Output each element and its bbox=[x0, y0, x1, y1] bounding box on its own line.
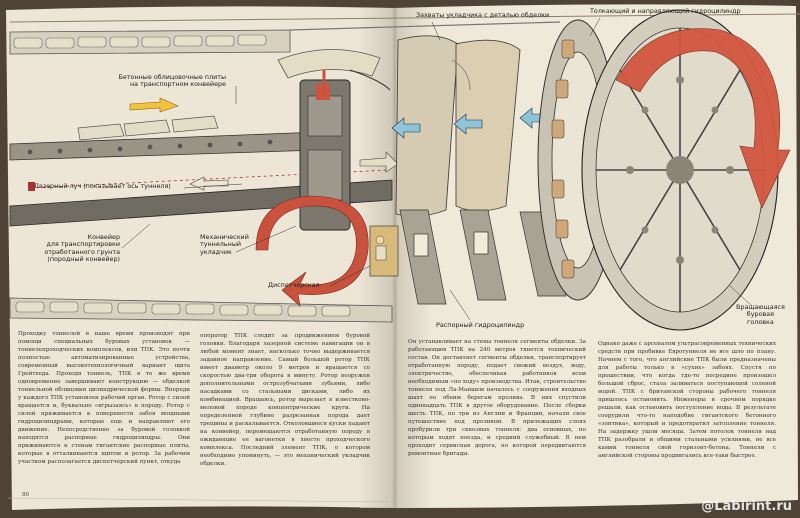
plate-conveyor bbox=[9, 97, 321, 161]
label-gripper: Захваты укладчика с деталью обделки bbox=[416, 11, 550, 19]
label-conveyor-soil: Конвейер для транспортировки отработанно… bbox=[44, 233, 120, 264]
soil-conveyor bbox=[9, 179, 393, 227]
tunnel-top-wall bbox=[9, 13, 800, 55]
page-number: 80 bbox=[22, 492, 29, 498]
rotation-arrow-right bbox=[615, 28, 791, 209]
dispatcher-cabin bbox=[369, 225, 399, 277]
left-column-2: оператор ТПК следит за продвижением буро… bbox=[200, 333, 370, 467]
label-dispatcher: Диспетчерская bbox=[268, 281, 320, 289]
right-column-2: Однако даже с арсеналом ультрасовременны… bbox=[598, 341, 776, 459]
cutter-head bbox=[581, 9, 779, 331]
tunnel-bottom-wall bbox=[9, 297, 393, 323]
rotation-arrow-left bbox=[255, 195, 369, 307]
label-conveyor-plates: Бетонные облицовочные плиты на транспорт… bbox=[118, 73, 227, 89]
label-cutter-head: Вращающаяся буровая головка bbox=[736, 303, 785, 326]
gripper-pads bbox=[399, 209, 567, 305]
label-laser: Лазерный луч (показывает ось туннеля) bbox=[34, 182, 171, 190]
right-column-1: Он устанавливает на стены тоннеля сегмен… bbox=[408, 339, 586, 457]
lining-segments bbox=[391, 35, 549, 217]
watermark: @Labirint.ru bbox=[701, 499, 792, 514]
label-thrust-jack: Толкающий и направляющий гидроцилиндр bbox=[590, 7, 741, 15]
segment-erector bbox=[277, 49, 399, 231]
left-column-1: Проходку тоннелей в наше время производя… bbox=[18, 331, 190, 465]
label-mechanical-erector: Механический туннельный укладчик bbox=[200, 233, 249, 256]
label-spreading-jack: Распорный гидроцилиндр bbox=[436, 321, 525, 329]
